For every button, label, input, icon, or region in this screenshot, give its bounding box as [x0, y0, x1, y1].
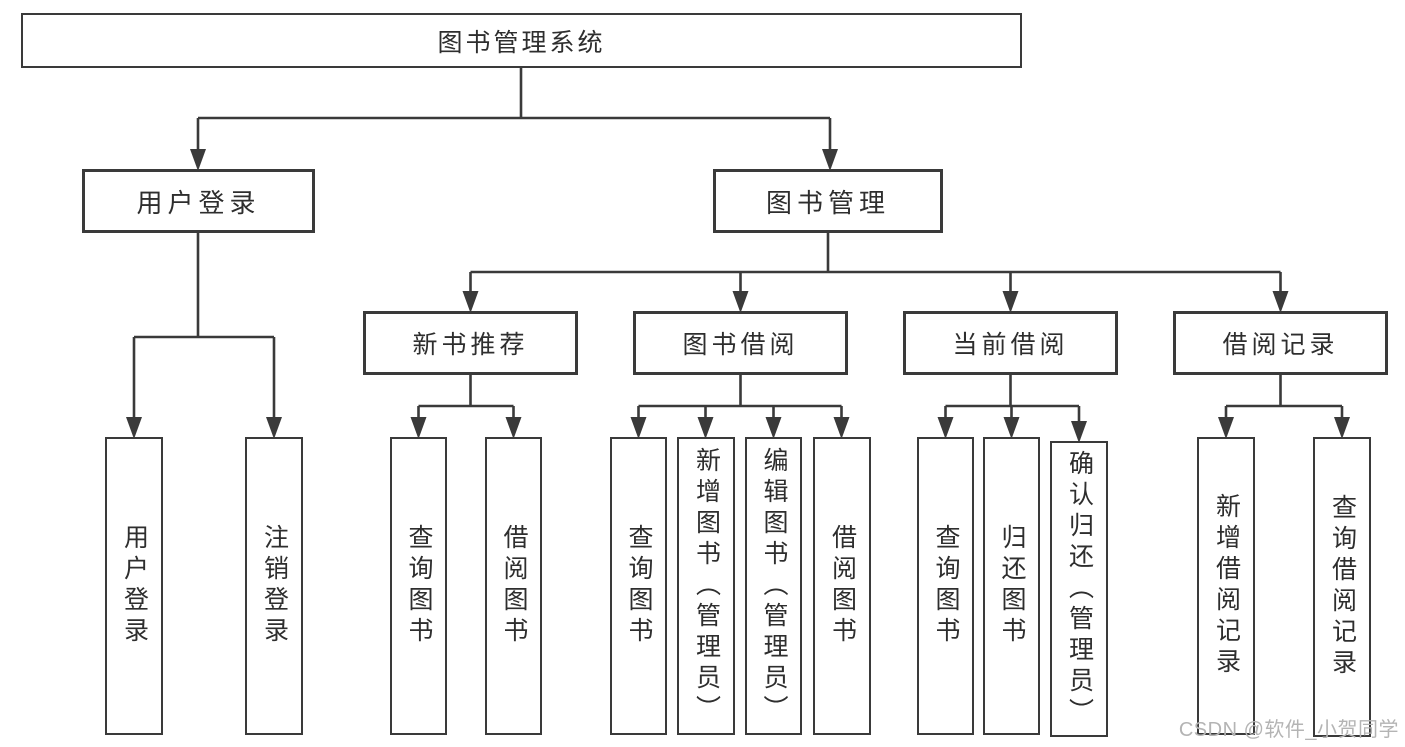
leaf-borrow-book-1: 借阅图书	[485, 437, 542, 735]
csdn-watermark: CSDN @软件_小贺同学	[1178, 719, 1399, 741]
node-root-label: 图书管理系统	[437, 28, 606, 57]
leaf-borrow-book-2: 借阅图书	[813, 437, 871, 735]
leaf-label: 查询借阅记录	[1328, 494, 1357, 680]
leaf-query-book-2: 查询图书	[610, 437, 667, 735]
leaf-label: 用户登录	[120, 524, 149, 648]
node-label: 当前借阅	[952, 331, 1069, 359]
leaf-label: 新增图书（管理员）	[692, 446, 721, 726]
leaf-query-book-1: 查询图书	[390, 437, 447, 735]
node-borrow-record: 借阅记录	[1173, 311, 1388, 375]
node-user-login-label: 用户登录	[136, 187, 261, 218]
leaf-label: 借阅图书	[828, 524, 857, 648]
arrowheads	[126, 149, 1350, 443]
node-book-manage-label: 图书管理	[765, 187, 890, 218]
node-new-book-recommend: 新书推荐	[363, 311, 578, 375]
leaf-confirm-return-admin: 确认归还（管理员）	[1050, 441, 1108, 737]
node-current-borrow: 当前借阅	[903, 311, 1118, 375]
leaf-add-borrow-record: 新增借阅记录	[1197, 437, 1255, 735]
node-user-login: 用户登录	[82, 169, 315, 233]
leaf-label: 查询图书	[405, 524, 433, 648]
node-book-manage: 图书管理	[713, 169, 943, 233]
node-book-borrow: 图书借阅	[633, 311, 848, 375]
leaf-logout: 注销登录	[245, 437, 303, 735]
leaf-query-borrow-record: 查询借阅记录	[1313, 437, 1371, 737]
leaf-user-login: 用户登录	[105, 437, 163, 735]
leaf-label: 注销登录	[260, 524, 289, 648]
node-root: 图书管理系统	[21, 13, 1022, 68]
node-label: 新书推荐	[412, 331, 529, 359]
node-label: 借阅记录	[1222, 331, 1339, 359]
leaf-edit-book-admin: 编辑图书（管理员）	[745, 437, 802, 735]
node-label: 图书借阅	[682, 331, 799, 359]
leaf-query-book-3: 查询图书	[917, 437, 974, 735]
leaf-add-book-admin: 新增图书（管理员）	[677, 437, 735, 735]
leaf-label: 归还图书	[998, 524, 1026, 648]
leaf-label: 新增借阅记录	[1212, 493, 1241, 679]
leaf-label: 查询图书	[932, 524, 960, 648]
leaf-label: 确认归还（管理员）	[1065, 449, 1094, 729]
leaf-label: 查询图书	[625, 524, 653, 648]
leaf-label: 编辑图书（管理员）	[760, 446, 788, 726]
leaf-label: 借阅图书	[500, 524, 528, 648]
leaf-return-book: 归还图书	[983, 437, 1040, 735]
